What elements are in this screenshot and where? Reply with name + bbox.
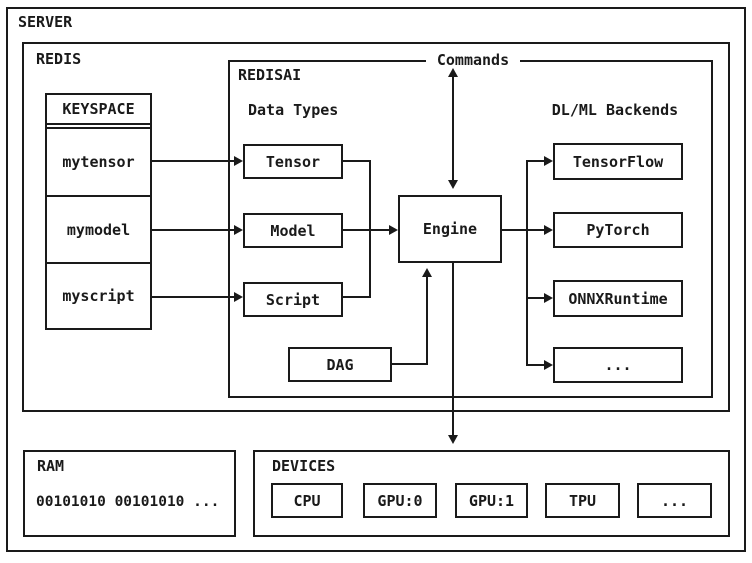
keyspace-header: KEYSPACE bbox=[62, 100, 135, 118]
data-types-label: Data Types bbox=[248, 101, 339, 119]
redisai-label: REDISAI bbox=[238, 66, 302, 84]
device-gpu0-box: GPU:0 bbox=[363, 483, 437, 518]
line-model-to-engine bbox=[343, 229, 390, 231]
server-label: SERVER bbox=[18, 13, 73, 31]
branch-onnxruntime bbox=[527, 297, 545, 299]
keyspace-row-separator-2 bbox=[47, 262, 150, 264]
arrow-mymodel-to-model bbox=[152, 229, 236, 231]
keyspace-table: KEYSPACE mytensor mymodel myscript bbox=[45, 93, 152, 330]
engine-box: Engine bbox=[398, 195, 502, 263]
ram-label: RAM bbox=[37, 457, 65, 475]
line-dag-right bbox=[392, 363, 428, 365]
keyspace-row-separator-1 bbox=[47, 195, 150, 197]
keyspace-row-mytensor: mytensor bbox=[62, 153, 135, 171]
device-ellipsis-box: ... bbox=[637, 483, 712, 518]
line-commands-engine bbox=[452, 75, 454, 181]
device-gpu1-box: GPU:1 bbox=[455, 483, 528, 518]
backend-ellipsis-box: ... bbox=[553, 347, 683, 383]
keyspace-header-separator-2 bbox=[47, 127, 150, 129]
line-tensor-right bbox=[343, 160, 371, 162]
commands-label: Commands bbox=[426, 52, 520, 68]
devices-label: DEVICES bbox=[272, 457, 336, 475]
arrowhead-engine-top-down bbox=[448, 180, 458, 189]
onnxruntime-box: ONNXRuntime bbox=[553, 280, 683, 317]
arrowhead-commands-up bbox=[448, 68, 458, 77]
script-box: Script bbox=[243, 282, 343, 317]
ram-content: 00101010 00101010 ... bbox=[36, 494, 220, 510]
line-dag-up bbox=[426, 276, 428, 365]
arrowhead-engine-left bbox=[389, 225, 398, 235]
keyspace-header-separator-1 bbox=[47, 123, 150, 125]
backends-label: DL/ML Backends bbox=[551, 101, 679, 119]
dag-box: DAG bbox=[288, 347, 392, 382]
arrowhead-model bbox=[234, 225, 243, 235]
device-tpu-box: TPU bbox=[545, 483, 620, 518]
arrow-myscript-to-script bbox=[152, 296, 236, 298]
arrowhead-tensorflow bbox=[544, 156, 553, 166]
line-engine-right bbox=[502, 229, 527, 231]
arrowhead-script bbox=[234, 292, 243, 302]
arrowhead-onnxruntime bbox=[544, 293, 553, 303]
pytorch-box: PyTorch bbox=[553, 212, 683, 248]
arrowhead-dag-to-engine bbox=[422, 268, 432, 277]
line-script-right bbox=[343, 296, 371, 298]
tensor-box: Tensor bbox=[243, 144, 343, 179]
branch-pytorch bbox=[527, 229, 545, 231]
keyspace-row-myscript: myscript bbox=[62, 287, 135, 305]
redis-label: REDIS bbox=[36, 50, 82, 68]
model-box: Model bbox=[243, 213, 343, 248]
keyspace-row-mymodel: mymodel bbox=[66, 221, 131, 239]
device-cpu-box: CPU bbox=[271, 483, 343, 518]
branch-backend-ellipsis bbox=[527, 364, 545, 366]
line-engine-to-devices bbox=[452, 263, 454, 435]
arrowhead-tensor bbox=[234, 156, 243, 166]
branch-tensorflow bbox=[527, 160, 545, 162]
arrowhead-devices bbox=[448, 435, 458, 444]
ram-box bbox=[23, 450, 236, 537]
arrow-mytensor-to-tensor bbox=[152, 160, 236, 162]
arrowhead-backend-ellipsis bbox=[544, 360, 553, 370]
tensorflow-box: TensorFlow bbox=[553, 143, 683, 180]
arrowhead-pytorch bbox=[544, 225, 553, 235]
line-backends-bus bbox=[526, 160, 528, 366]
